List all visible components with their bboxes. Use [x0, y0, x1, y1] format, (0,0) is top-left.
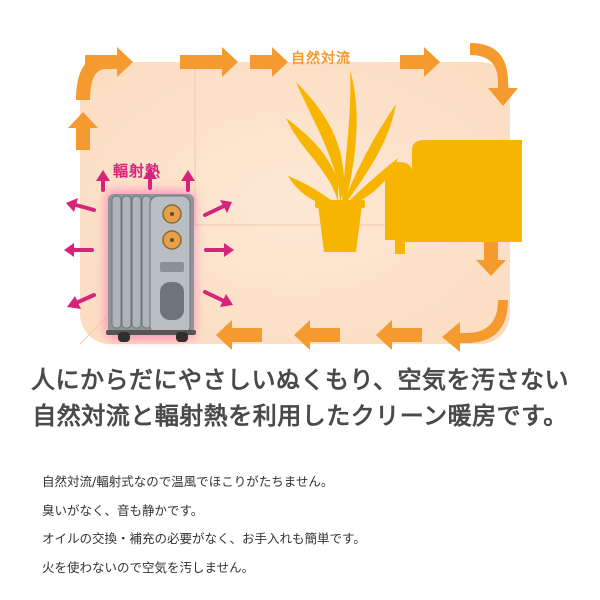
natural-convection-label: 自然対流: [291, 51, 351, 67]
radiant-arrow-icon: [181, 170, 195, 192]
convection-arrow-icon: [250, 47, 288, 77]
radiant-arrow-icon: [143, 168, 157, 190]
radiant-heat-label: 輻射熱: [113, 162, 162, 180]
radiant-arrow-icon: [64, 243, 94, 257]
headline-line-1: 人にからだにやさしいぬくもり、空気を汚さない: [30, 366, 570, 394]
radiant-arrow-icon: [96, 170, 110, 192]
sofa-icon: [385, 140, 522, 254]
radiator-icon: [106, 194, 196, 342]
radiant-arrow-icon: [204, 243, 234, 257]
feature-item: オイルの交換・補充の必要がなく、お手入れも簡単です。: [42, 531, 366, 546]
plant-icon: [286, 70, 398, 252]
heating-illustration: [64, 43, 522, 352]
feature-item: 火を使わないので空気を汚しません。: [42, 559, 255, 575]
radiant-arrows: [64, 168, 234, 309]
feature-item: 自然対流/輻射式なので温風でほこりがたちません。: [42, 474, 334, 489]
radiant-arrow-icon: [66, 198, 96, 212]
feature-item: 臭いがなく、音も静かです。: [42, 502, 204, 518]
headline-line-2: 自然対流と輻射熱を利用したクリーン暖房です。: [32, 402, 568, 430]
convection-arrow-icon: [68, 112, 98, 150]
headline: 人にからだにやさしいぬくもり、空気を汚さない 自然対流と輻射熱を利用したクリーン…: [0, 362, 600, 434]
convection-arrow-icon: [470, 43, 518, 106]
convection-arrow-icon: [376, 320, 422, 350]
convection-arrow-icon: [76, 55, 106, 100]
radiant-arrow-icon: [67, 293, 96, 309]
radiant-arrow-icon: [203, 200, 232, 217]
convection-arrow-icon: [442, 300, 508, 352]
convection-arrow-icon: [180, 47, 238, 77]
convection-arrow-icon: [400, 47, 440, 77]
radiant-arrow-icon: [203, 290, 233, 307]
convection-arrow-icon: [476, 240, 506, 276]
convection-arrow-icon: [216, 320, 262, 350]
feature-list: 自然対流/輻射式なので温風でほこりがたちません。 臭いがなく、音も静かです。 オ…: [42, 468, 582, 582]
convection-arrow-icon: [294, 320, 340, 350]
